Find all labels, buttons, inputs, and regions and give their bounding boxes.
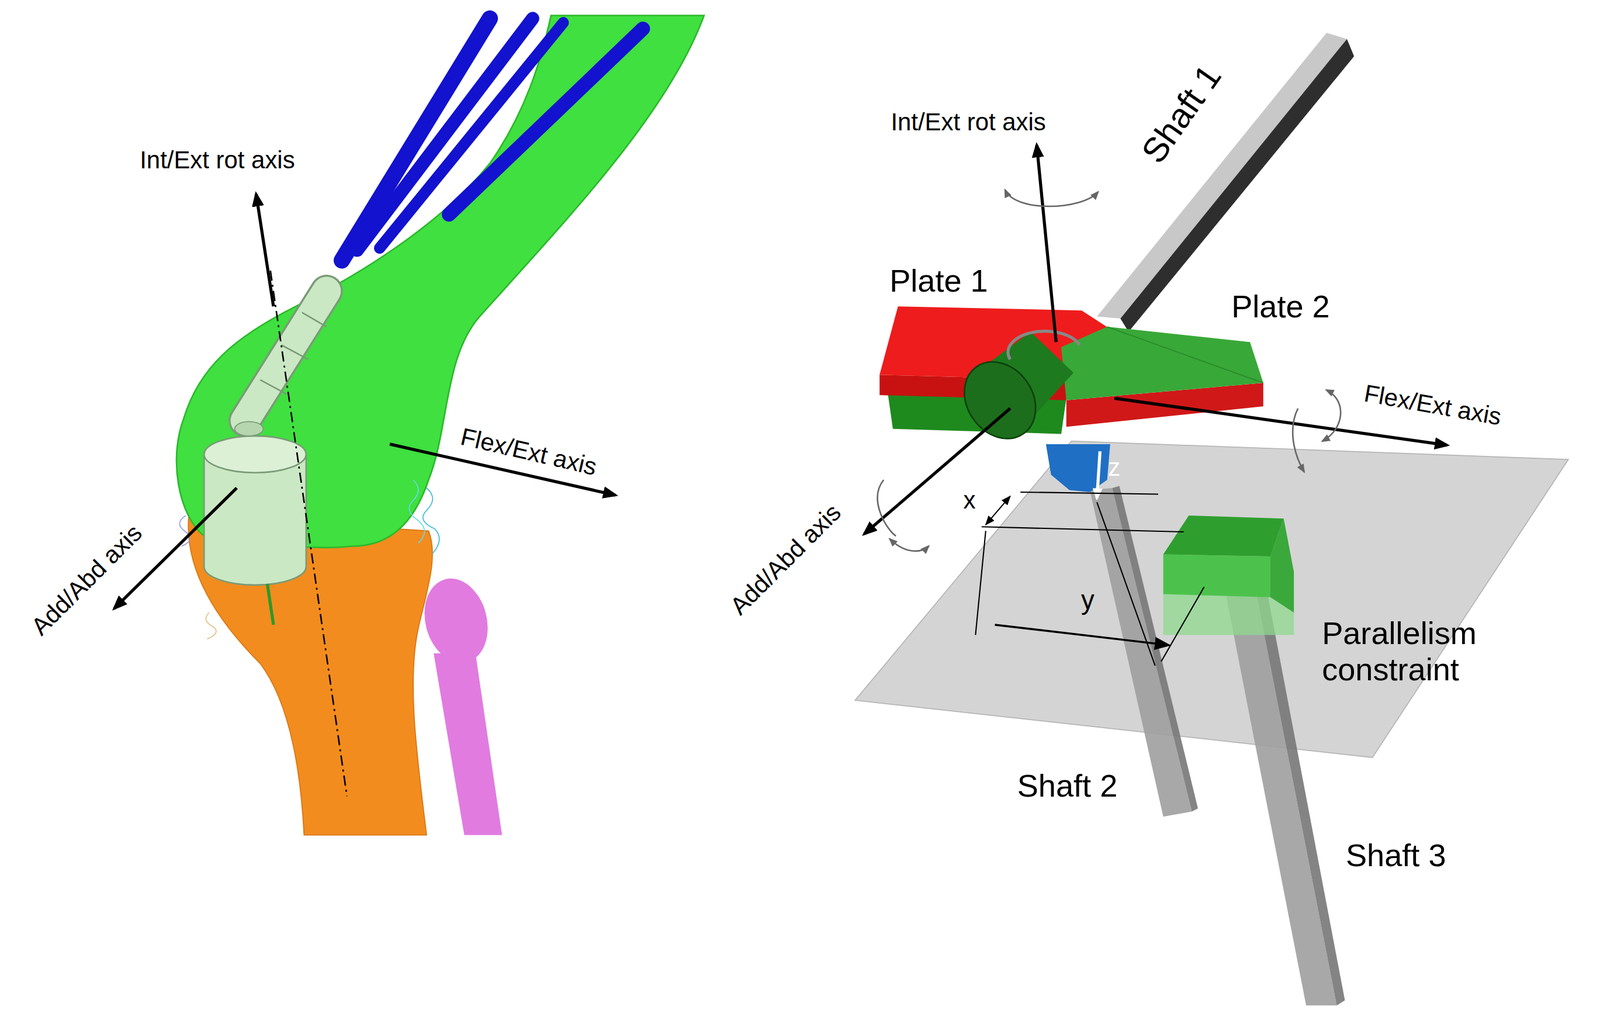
fibula [415, 571, 502, 836]
joint-cylinder [302, 312, 327, 327]
dimension-label: z [1107, 453, 1121, 482]
dimension-lines [995, 624, 1170, 646]
z-arrow [1096, 451, 1100, 498]
dimension-lines [981, 526, 1184, 532]
axis-arrows [1036, 144, 1056, 342]
axis-label: Add/Abd axis [25, 518, 148, 641]
femur [176, 15, 705, 547]
shaft-3 [1222, 576, 1338, 1006]
fibula [415, 571, 497, 671]
shaft-1 [1096, 32, 1354, 332]
part-label: Plate 2 [1231, 288, 1331, 325]
plate-2 [1061, 326, 1264, 427]
dimension-label: x [963, 486, 976, 515]
hinge-cylinder [949, 331, 1080, 453]
tibia-axis [270, 270, 348, 796]
slider-block [1163, 553, 1271, 597]
plate-2 [1061, 326, 1264, 401]
muscles [448, 28, 643, 215]
constraint-label: Parallelism constraint [1321, 614, 1532, 688]
hinge-cylinder [1008, 331, 1080, 360]
parallel-plane [854, 441, 1569, 758]
joint-cylinder [260, 379, 287, 394]
hinge-cylinder [949, 348, 1051, 453]
femur [176, 15, 705, 547]
dimension-label: y [1081, 584, 1095, 616]
part-label: Shaft 2 [1017, 767, 1118, 804]
rotation-arrows [877, 189, 1342, 552]
part-label: Shaft 3 [1345, 836, 1447, 874]
slider-block [1163, 515, 1295, 635]
axis-label: Flex/Ext axis [457, 422, 599, 481]
plate-2 [1107, 326, 1264, 383]
slider-block [1163, 515, 1284, 557]
joint-cylinder [203, 291, 327, 625]
axis-label: Int/Ext rot axis [139, 146, 295, 175]
dimension-lines [975, 492, 1204, 666]
fibula [433, 653, 502, 836]
rotation-arrows [877, 479, 896, 536]
joint-cylinder [203, 435, 307, 473]
shaft-1 [1096, 32, 1347, 319]
rotation-arrows [1005, 189, 1099, 207]
axis-arrows [114, 194, 616, 609]
joint-cylinder [244, 291, 327, 421]
rotation-arrows [889, 538, 929, 552]
axis-arrows [864, 408, 1011, 535]
muscles [341, 18, 643, 261]
dimension-lines [975, 530, 986, 635]
dimension-lines [1020, 492, 1159, 494]
ligaments [423, 487, 440, 554]
axis-arrows [864, 144, 1447, 534]
ligaments [409, 479, 425, 543]
axis-arrows [255, 194, 274, 307]
part-label: Plate 1 [889, 262, 989, 299]
part-label: Shaft 1 [1133, 57, 1230, 171]
rotation-arrows [1292, 408, 1304, 472]
axis-label: Flex/Ext axis [1362, 379, 1504, 432]
ligaments [205, 612, 217, 639]
shaft-1 [1120, 39, 1354, 332]
dimension-lines [985, 496, 1011, 525]
joint-cylinder [203, 454, 307, 585]
joint-cylinder [281, 345, 308, 360]
joint-cylinder [267, 583, 273, 625]
slider-block [1163, 594, 1295, 636]
joint-cylinder [244, 291, 327, 421]
rotation-arrows [1322, 389, 1341, 441]
joint-cylinder [234, 421, 264, 436]
dimension-lines [1161, 586, 1204, 661]
axis-label: Add/Abd axis [724, 498, 847, 621]
axis-label: Int/Ext rot axis [890, 108, 1046, 137]
